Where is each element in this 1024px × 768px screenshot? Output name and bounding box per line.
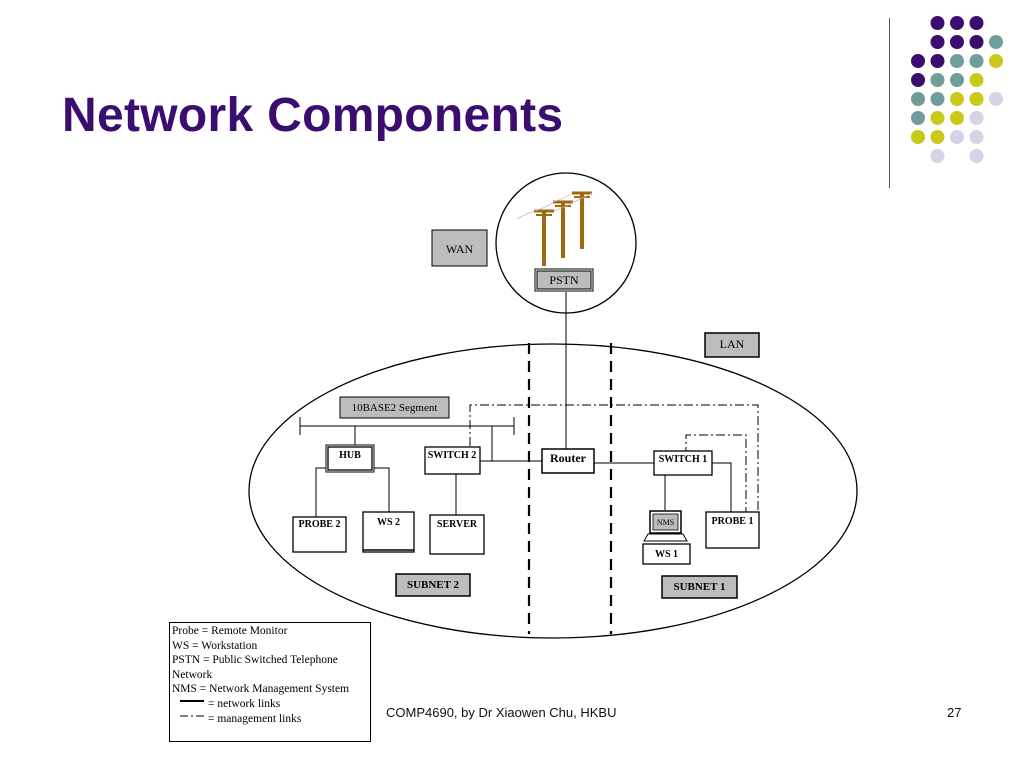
decor-dot (911, 92, 925, 106)
pstn-label: PSTN (549, 273, 579, 287)
legend-nms: NMS = Network Management System (172, 683, 350, 696)
hub-label: HUB (339, 450, 361, 461)
ws1-box (642, 543, 691, 565)
lan-label-box (704, 332, 760, 358)
decor-dot (969, 16, 984, 30)
decor-dot (989, 35, 1003, 49)
decor-dot (969, 111, 984, 125)
subnet2-box (395, 573, 471, 597)
ws2-box (362, 511, 415, 553)
telephone-poles-icon (516, 191, 593, 266)
management-links (469, 404, 759, 513)
decor-dot (950, 35, 964, 49)
legend-management-links-row: = management links (172, 712, 368, 727)
slide-footer: COMP4690, by Dr Xiaowen Chu, HKBU (386, 705, 617, 720)
router-box (541, 448, 595, 474)
server-box (429, 514, 485, 555)
subnet1-label: SUBNET 1 (673, 581, 725, 593)
legend-pstn-cont: Network (172, 668, 213, 681)
switch1-box (653, 450, 713, 476)
probe1-label: PROBE 1 (712, 516, 754, 527)
wan-label-box (431, 229, 488, 267)
dot-grid-decoration (911, 16, 1003, 163)
decor-dot (950, 111, 964, 125)
switch2-label: SWITCH 2 (428, 450, 477, 461)
ws1-label: WS 1 (655, 549, 678, 560)
decor-dot (950, 16, 964, 30)
wan-label: WAN (446, 242, 474, 256)
segment-label: 10BASE2 Segment (352, 402, 438, 414)
decor-dot (989, 92, 1003, 106)
legend-pstn: PSTN = Public Switched Telephone (172, 654, 338, 667)
nms-computer-icon (643, 510, 688, 542)
legend-management-links-label: = management links (208, 712, 302, 725)
decor-dot (969, 35, 984, 49)
decor-dot (911, 130, 925, 144)
decor-dot (930, 35, 945, 49)
decor-dot (950, 130, 964, 144)
subnet1-box (661, 575, 738, 599)
decor-dot (950, 92, 964, 106)
decor-dot (969, 130, 984, 144)
decor-dot (969, 54, 984, 68)
decor-dot (969, 92, 984, 106)
legend-network-links-row: = network links (172, 697, 368, 712)
subnet2-label: SUBNET 2 (407, 579, 460, 591)
legend-ws: WS = Workstation (172, 639, 258, 652)
management-link-key-icon (180, 715, 206, 717)
legend-box: Probe = Remote Monitor WS = Workstation … (169, 622, 371, 742)
segment-label-box (339, 396, 450, 419)
probe1-box (705, 511, 760, 549)
pstn-box (536, 270, 592, 290)
legend-probe: Probe = Remote Monitor (172, 625, 288, 637)
nms-label: NMS (657, 518, 674, 527)
probe2-label: PROBE 2 (299, 519, 341, 530)
decor-dot (950, 54, 964, 68)
decor-dot (969, 73, 984, 87)
title-divider (889, 18, 890, 188)
decor-dot (911, 54, 925, 68)
decor-dot (969, 149, 984, 163)
decor-dot (911, 111, 925, 125)
slide-title: Network Components (62, 89, 564, 142)
decor-dot (930, 73, 945, 87)
ws2-label: WS 2 (377, 517, 400, 528)
hub-box (327, 446, 373, 471)
decor-dot (930, 92, 945, 106)
page-number: 27 (947, 705, 962, 720)
switch2-box (424, 446, 481, 475)
lan-label: LAN (720, 337, 745, 351)
switch1-label: SWITCH 1 (659, 454, 708, 465)
server-label: SERVER (437, 519, 478, 530)
router-label: Router (550, 451, 587, 465)
decor-dot (930, 149, 945, 163)
probe2-box (292, 516, 347, 553)
lan-ellipse (248, 343, 858, 639)
decor-dot (930, 54, 945, 68)
decor-dot (930, 130, 945, 144)
legend-network-links-label: = network links (208, 697, 281, 710)
decor-dot (950, 73, 964, 87)
decor-dot (989, 54, 1003, 68)
decor-dot (930, 16, 945, 30)
decor-dot (930, 111, 945, 125)
network-link-key-icon (180, 699, 204, 702)
decor-dot (911, 73, 925, 87)
